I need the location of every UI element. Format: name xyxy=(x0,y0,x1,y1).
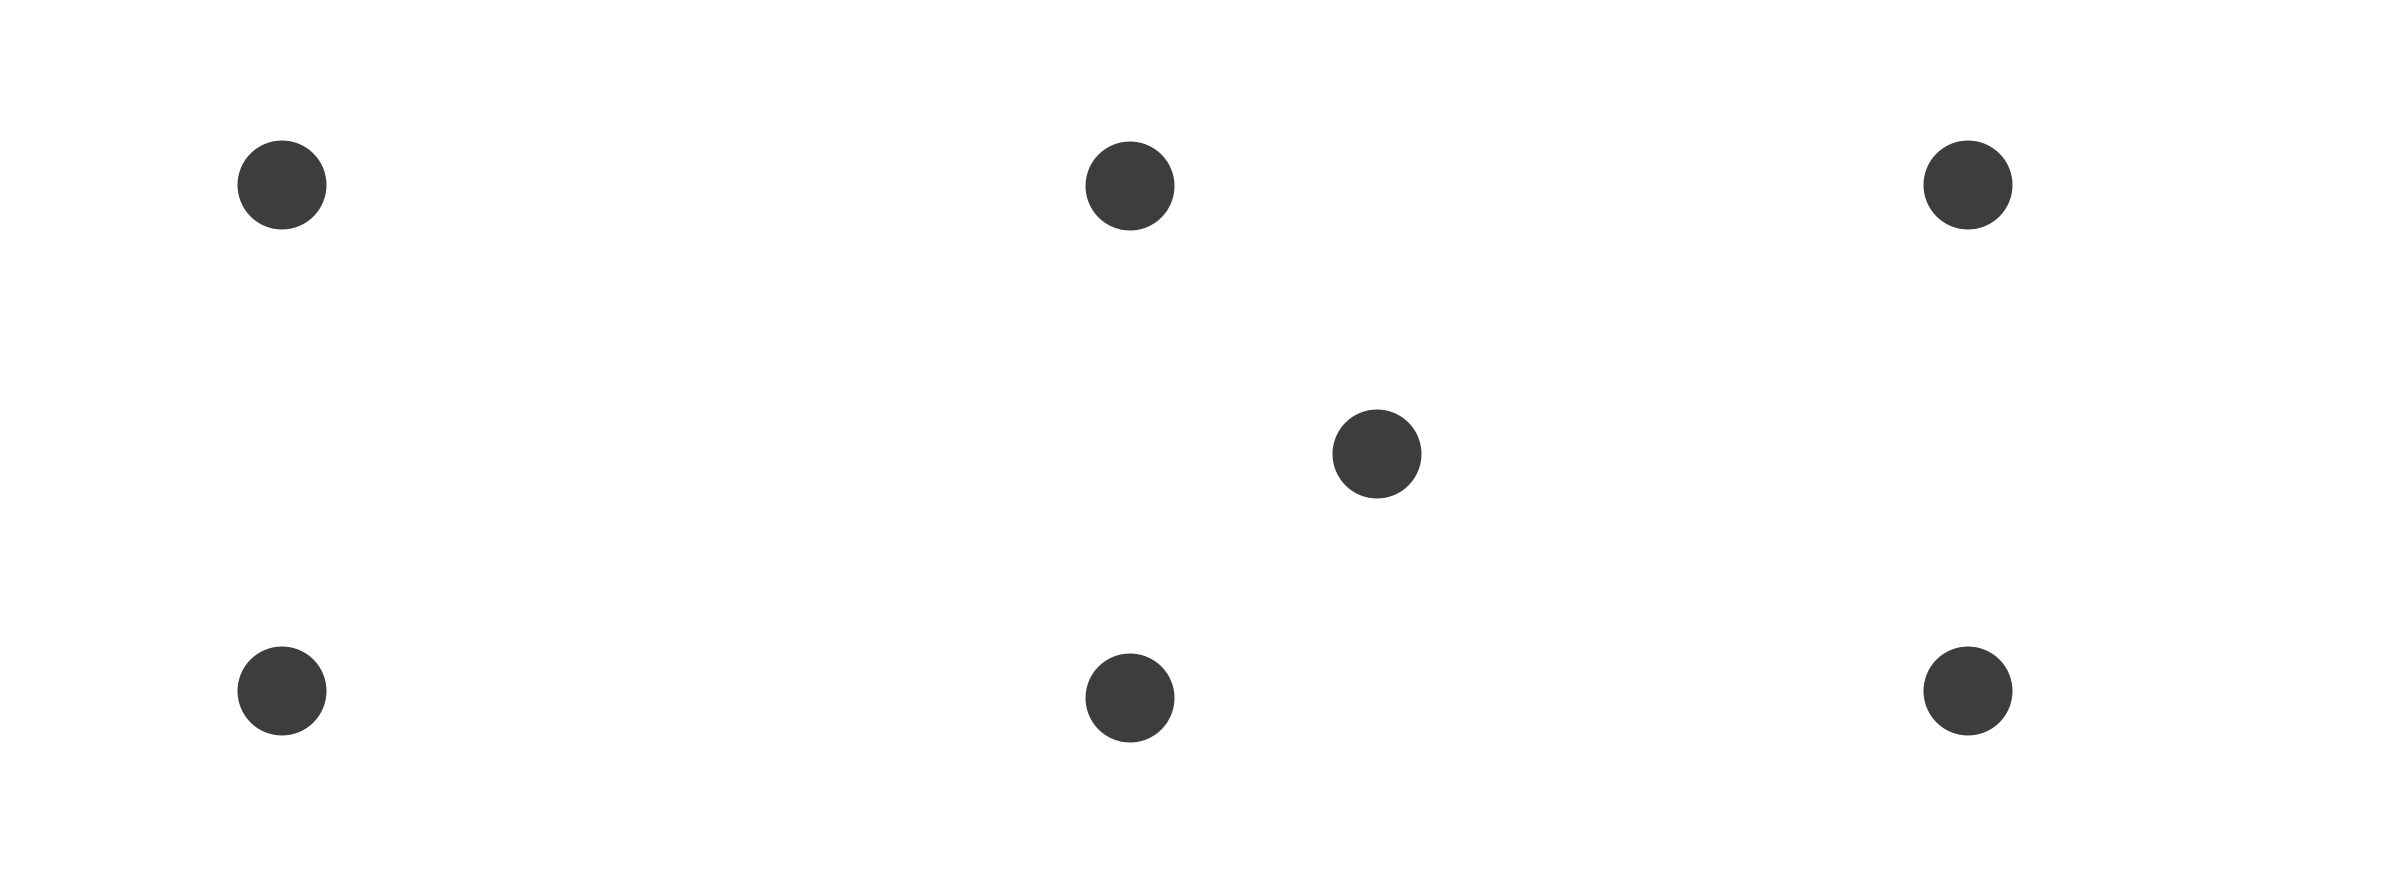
dot-top-middle xyxy=(1082,138,1178,234)
dot-bottom-left xyxy=(234,643,330,739)
dot-top-left xyxy=(234,137,330,233)
dot-bottom-middle xyxy=(1082,650,1178,746)
dots-layer xyxy=(234,137,2016,746)
dot-center xyxy=(1329,406,1425,502)
dot-bottom-right xyxy=(1920,643,2016,739)
dot-top-right xyxy=(1920,137,2016,233)
